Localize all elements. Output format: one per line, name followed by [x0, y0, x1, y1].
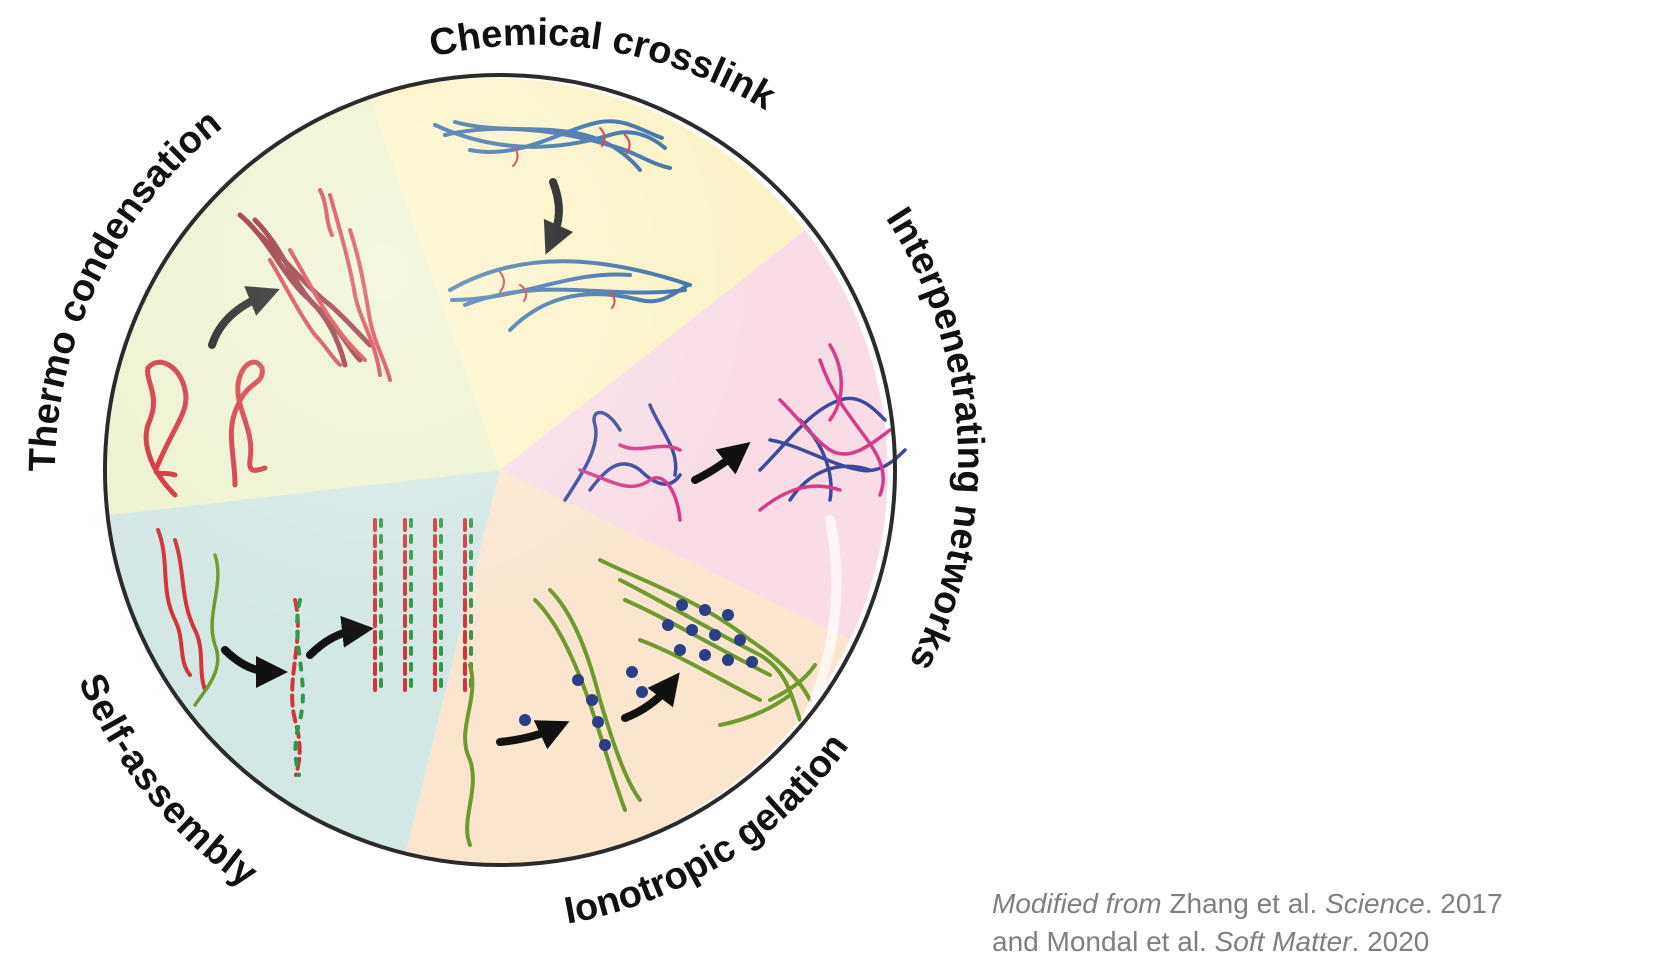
citation: Modified from Zhang et al. Science. 2017… — [992, 885, 1503, 961]
citation-journal-1: Science — [1325, 888, 1425, 919]
gloss-highlight — [105, 75, 895, 865]
citation-line-1: Modified from Zhang et al. Science. 2017 — [992, 885, 1503, 923]
citation-journal-2: Soft Matter — [1214, 926, 1352, 957]
citation-authors-1: Zhang et al. — [1161, 888, 1326, 919]
citation-line-2: and Mondal et al. Soft Matter. 2020 — [992, 923, 1503, 961]
citation-authors-2: and Mondal et al. — [992, 926, 1215, 957]
citation-year-1: . 2017 — [1424, 888, 1503, 919]
circle-rim — [103, 73, 897, 867]
citation-year-2: . 2020 — [1351, 926, 1430, 957]
gloss-streak — [780, 515, 842, 765]
citation-modified-from: Modified from — [992, 888, 1162, 919]
